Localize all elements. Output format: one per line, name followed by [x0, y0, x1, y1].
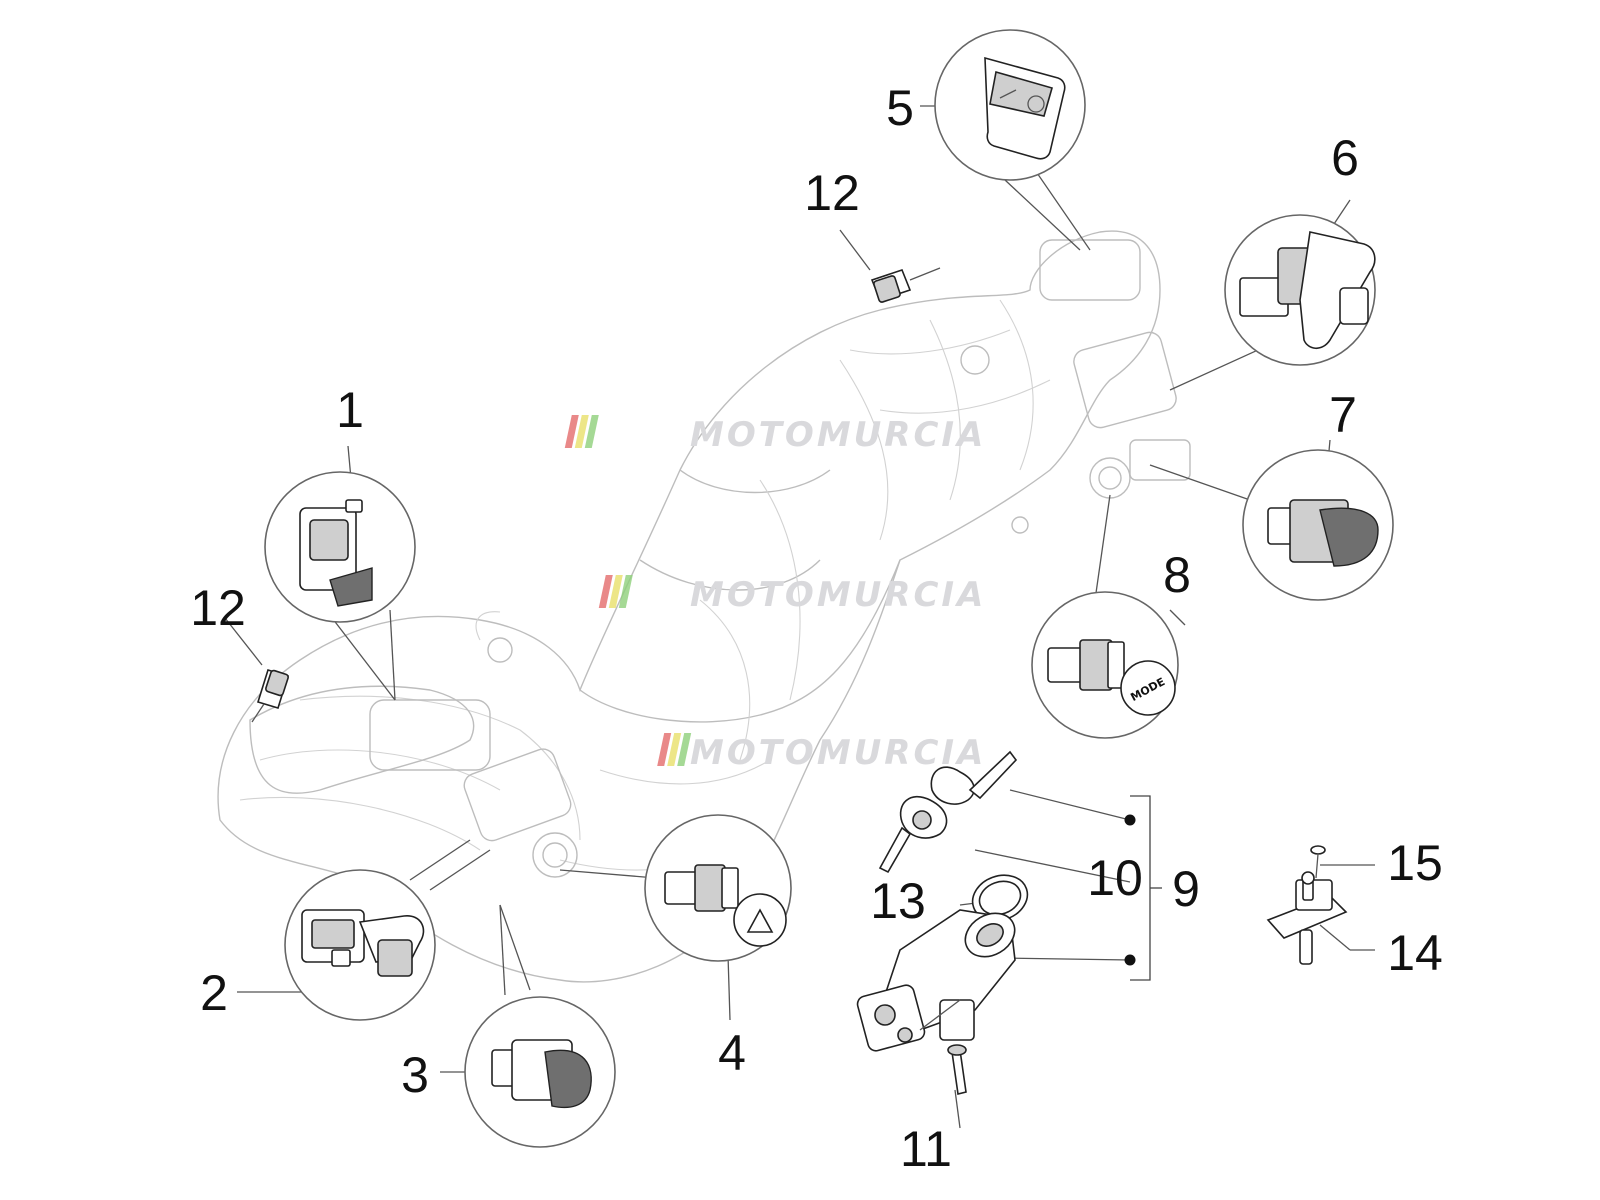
- callout-4: 4: [718, 1025, 746, 1081]
- bulb-12-left: [251, 669, 290, 723]
- callout-labels: 1 2 3 4 5 6 7 8 9 10 11 12 12 13 14 15: [190, 80, 1443, 1177]
- watermark-3: MOTOMURCIA: [657, 733, 986, 773]
- callout-2: 2: [200, 965, 228, 1021]
- switch-3-button: [544, 1049, 592, 1109]
- callout-13: 13: [870, 873, 926, 929]
- callout-5: 5: [886, 80, 914, 136]
- switch-1-detail: [264, 471, 416, 623]
- watermark-text-3: MOTOMURCIA: [690, 733, 986, 773]
- screw-15: [1310, 845, 1326, 879]
- callout-9: 9: [1172, 861, 1200, 917]
- watermark-text-1: MOTOMURCIA: [690, 415, 986, 455]
- callout-8: 8: [1163, 547, 1191, 603]
- switch-6-detail: [1224, 214, 1376, 366]
- bulb-12-top: [870, 267, 941, 303]
- switch-6-lever: [1299, 231, 1376, 350]
- switch-5-detail: [934, 29, 1086, 181]
- mode-button-face: [1120, 660, 1176, 716]
- bracket-dot-bottom: [1124, 954, 1136, 966]
- callout-7: 7: [1329, 387, 1357, 443]
- watermark-text-2: MOTOMURCIA: [690, 575, 986, 615]
- ring-13: [971, 874, 1029, 922]
- switch-7-detail: [1242, 449, 1394, 601]
- mode-switch-8-detail: MODE: [1031, 591, 1179, 739]
- group-9-bracket: [1124, 795, 1162, 981]
- callout-6: 6: [1331, 130, 1359, 186]
- screw-11: [947, 1044, 967, 1095]
- callout-3: 3: [401, 1047, 429, 1103]
- hazard-switch-4-detail: [644, 814, 792, 962]
- handlebar-outline: [217, 230, 1191, 983]
- keys-10: [878, 750, 1018, 874]
- bracket-dot-top: [1124, 814, 1136, 826]
- callout-15: 15: [1387, 835, 1443, 891]
- callout-10: 10: [1087, 850, 1143, 906]
- callout-1: 1: [336, 382, 364, 438]
- callout-12-top: 12: [804, 165, 860, 221]
- ignition-lock-9: [856, 909, 1016, 1052]
- switch-2-detail: [284, 869, 436, 1021]
- switch-1-rocker: [329, 567, 373, 607]
- watermark-1: MOTOMURCIA: [564, 415, 986, 455]
- switch-7-button: [1319, 507, 1379, 567]
- hazard-triangle-icon: [746, 908, 774, 933]
- callout-11: 11: [900, 1121, 952, 1177]
- callout-14: 14: [1387, 925, 1443, 981]
- switch-3-detail: [464, 996, 616, 1148]
- callout-12-left: 12: [190, 580, 246, 636]
- bracket-14: [1266, 871, 1348, 965]
- watermark-2: MOTOMURCIA: [598, 575, 986, 615]
